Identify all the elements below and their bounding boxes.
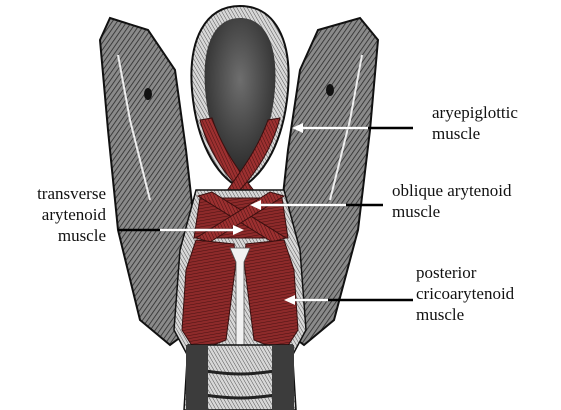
label-oblique-arytenoid-muscle: oblique arytenoid muscle	[392, 180, 511, 222]
label-line: cricoarytenoid	[416, 283, 514, 304]
label-line: arytenoid	[0, 204, 106, 225]
label-line: muscle	[0, 225, 106, 246]
label-aryepiglottic-muscle: aryepiglottic muscle	[432, 102, 518, 144]
label-line: muscle	[416, 304, 514, 325]
label-posterior-cricoarytenoid-muscle: posterior cricoarytenoid muscle	[416, 262, 514, 325]
label-line: posterior	[416, 262, 514, 283]
label-line: muscle	[392, 201, 511, 222]
label-transverse-arytenoid-muscle: transverse arytenoid muscle	[0, 183, 106, 246]
label-line: transverse	[0, 183, 106, 204]
label-line: oblique arytenoid	[392, 180, 511, 201]
label-line: aryepiglottic	[432, 102, 518, 123]
label-line: muscle	[432, 123, 518, 144]
